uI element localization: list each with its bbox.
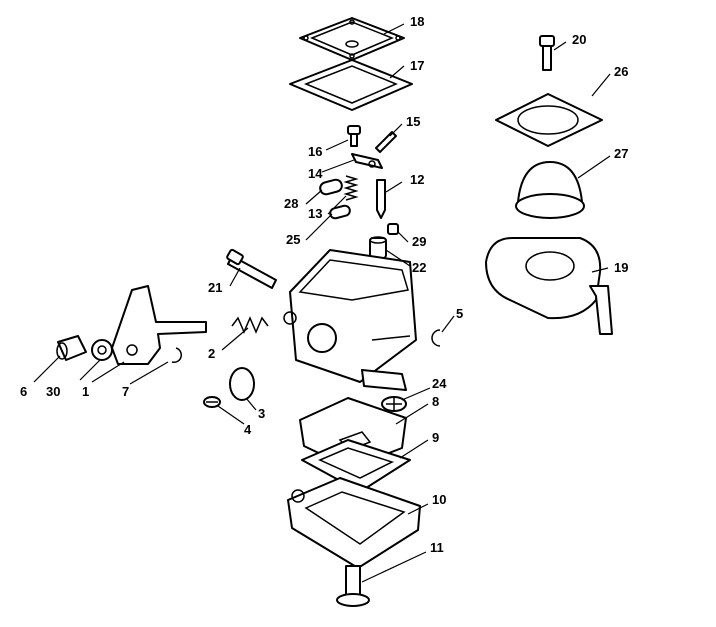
part-20-screw bbox=[539, 35, 555, 71]
callout-29: 29 bbox=[412, 234, 426, 249]
part-19-pump-housing bbox=[485, 237, 613, 335]
part-26-plate bbox=[495, 93, 603, 147]
part-2-spring bbox=[231, 316, 269, 334]
part-1-throttle-shaft bbox=[111, 285, 207, 365]
callout-18: 18 bbox=[410, 14, 424, 29]
callout-26: 26 bbox=[614, 64, 628, 79]
callout-12: 12 bbox=[410, 172, 424, 187]
part-24-screen bbox=[381, 396, 407, 412]
callout-28: 28 bbox=[284, 196, 298, 211]
part-21-screw bbox=[226, 248, 277, 289]
callout-labels: 18 17 15 16 14 12 28 13 25 29 22 20 26 2… bbox=[20, 14, 628, 555]
part-12-inlet-needle bbox=[376, 179, 386, 219]
part-29-screen bbox=[387, 223, 399, 235]
part-14-lever bbox=[351, 153, 383, 169]
callout-25: 25 bbox=[286, 232, 300, 247]
part-22-bushing bbox=[369, 236, 387, 259]
callout-4: 4 bbox=[244, 422, 252, 437]
callout-5: 5 bbox=[456, 306, 463, 321]
part-10-pump-cover bbox=[287, 477, 421, 569]
part-13-spring bbox=[343, 175, 359, 201]
part-27-primer-bulb bbox=[515, 161, 585, 219]
carburetor-body bbox=[283, 249, 417, 391]
part-28-plug bbox=[319, 178, 343, 196]
callout-30: 30 bbox=[46, 384, 60, 399]
part-30-washer bbox=[91, 339, 113, 361]
callout-15: 15 bbox=[406, 114, 420, 129]
callout-6: 6 bbox=[20, 384, 27, 399]
callout-7: 7 bbox=[122, 384, 129, 399]
callout-14: 14 bbox=[308, 166, 323, 181]
callout-9: 9 bbox=[432, 430, 439, 445]
callout-17: 17 bbox=[410, 58, 424, 73]
part-5-clip bbox=[431, 329, 441, 347]
callout-2: 2 bbox=[208, 346, 215, 361]
part-17-gasket bbox=[289, 59, 413, 111]
part-11-screw bbox=[336, 565, 370, 607]
part-4-screw bbox=[203, 396, 221, 408]
part-3-throttle-plate bbox=[229, 367, 255, 401]
callout-19: 19 bbox=[614, 260, 628, 275]
callout-22: 22 bbox=[412, 260, 426, 275]
callout-27: 27 bbox=[614, 146, 628, 161]
leader-lines bbox=[33, 23, 611, 583]
callout-13: 13 bbox=[308, 206, 322, 221]
callout-8: 8 bbox=[432, 394, 439, 409]
callout-20: 20 bbox=[572, 32, 586, 47]
callout-1: 1 bbox=[82, 384, 89, 399]
callout-3: 3 bbox=[258, 406, 265, 421]
part-18-diaphragm bbox=[299, 17, 405, 61]
part-25-plug bbox=[329, 204, 351, 220]
callout-24: 24 bbox=[432, 376, 447, 391]
callout-11: 11 bbox=[430, 540, 444, 555]
part-6-bushing bbox=[56, 335, 87, 361]
part-7-clip bbox=[171, 347, 182, 364]
callout-10: 10 bbox=[432, 492, 446, 507]
part-16-screw bbox=[347, 125, 361, 147]
callout-16: 16 bbox=[308, 144, 322, 159]
part-15-pin bbox=[375, 131, 397, 153]
callout-21: 21 bbox=[208, 280, 222, 295]
